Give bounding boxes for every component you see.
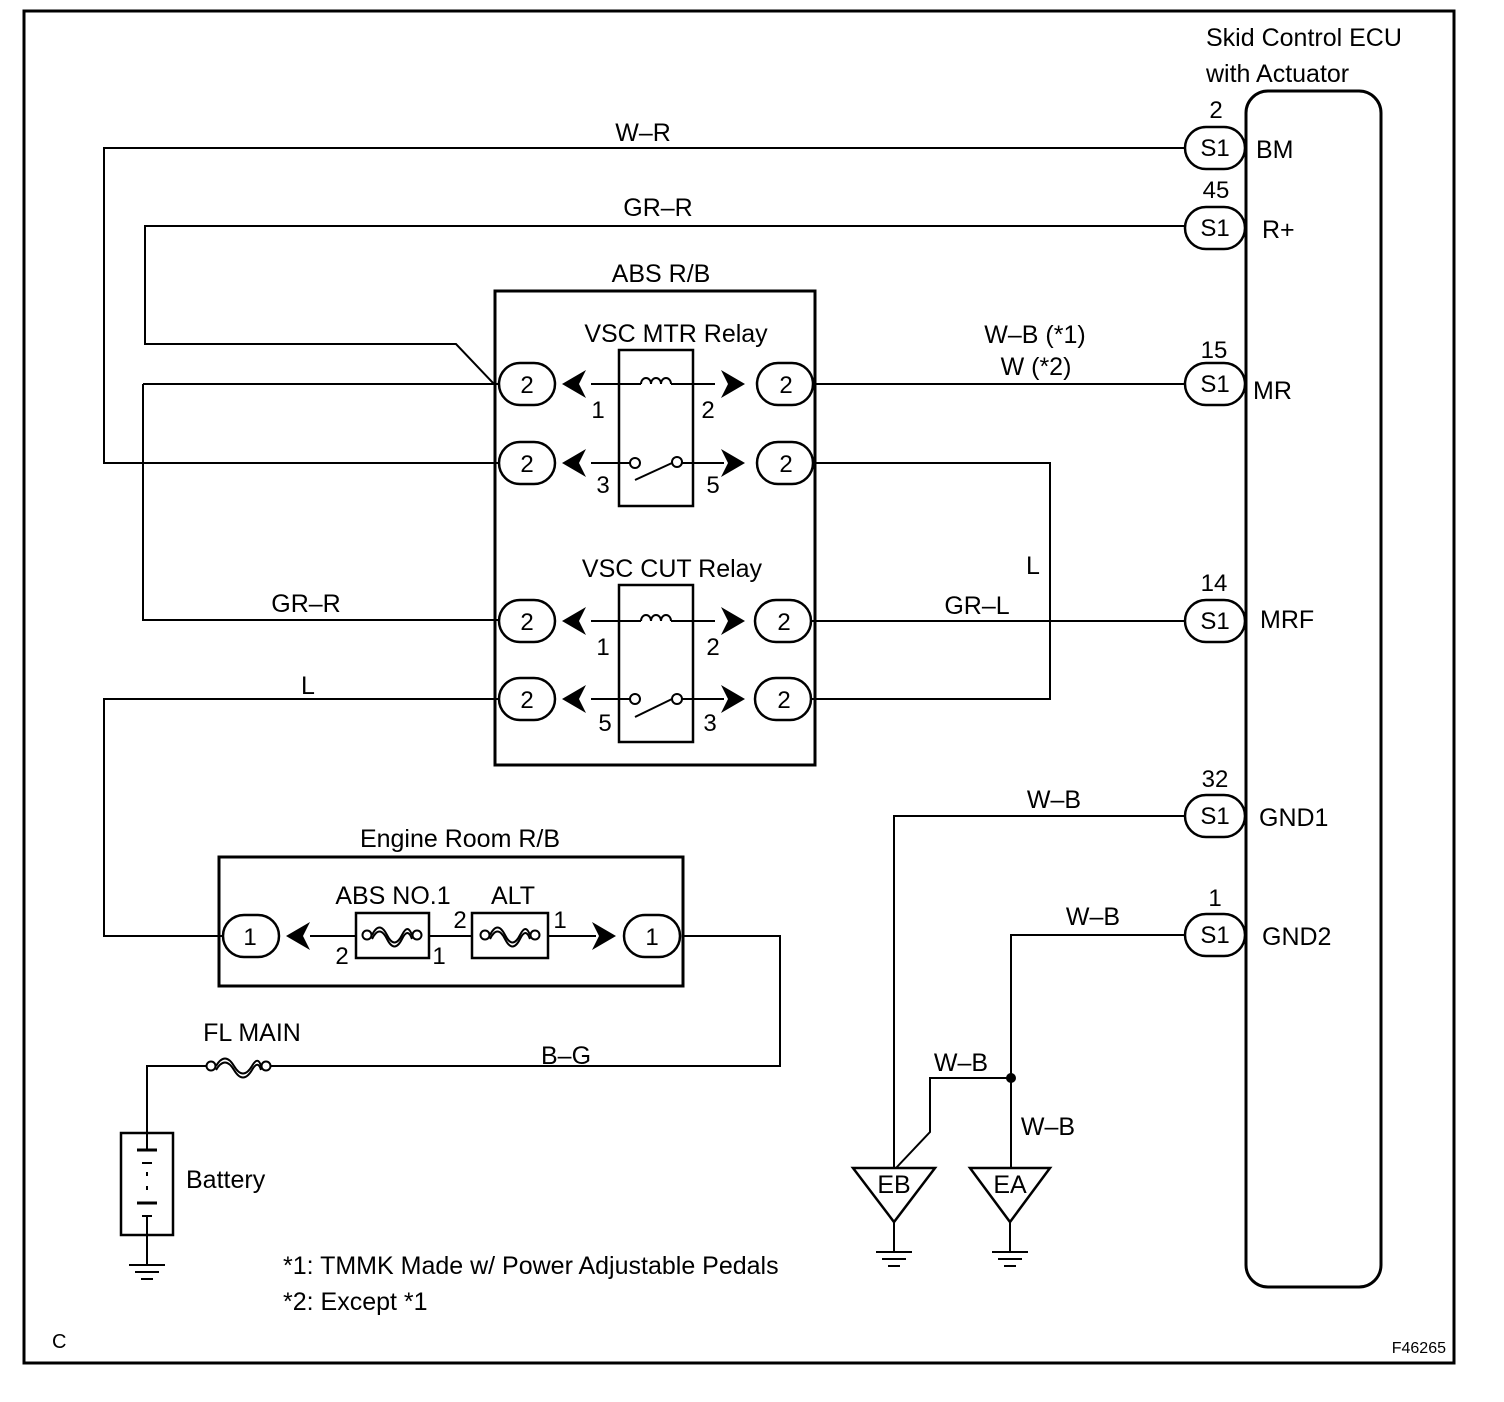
terminal-connector: S1 bbox=[1200, 371, 1229, 398]
terminal-connector: S1 bbox=[1200, 135, 1229, 162]
wire-label-r-plus: GR–R bbox=[623, 194, 692, 222]
engine-conn-left: 1 bbox=[243, 924, 256, 951]
wire-ground-branch: W–B W–B bbox=[895, 1049, 1075, 1169]
diagram-frame bbox=[22, 9, 1456, 1365]
ground-point-eb: EB bbox=[850, 1166, 938, 1267]
figure-code: F46265 bbox=[1392, 1340, 1446, 1357]
cut-pin-3: 3 bbox=[703, 710, 716, 737]
ground-eb-label: EB bbox=[877, 1171, 910, 1199]
terminal-pin: 2 bbox=[1209, 97, 1222, 124]
abs-relay-block: ABS R/B bbox=[493, 260, 817, 767]
terminal-name: BM bbox=[1256, 136, 1294, 164]
cut-conn-rt: 2 bbox=[777, 609, 790, 636]
ecu-terminal-bm: 2 S1 BM bbox=[1183, 97, 1294, 171]
terminal-pin: 14 bbox=[1201, 570, 1228, 597]
wire-label-l-left: L bbox=[301, 672, 315, 700]
wire-mr: W–B (*1) W (*2) bbox=[813, 321, 1185, 385]
cut-relay-title: VSC CUT Relay bbox=[582, 555, 763, 583]
mtr-relay-title: VSC MTR Relay bbox=[584, 320, 768, 348]
wire-label-bm: W–R bbox=[615, 119, 671, 147]
fl-main-label: FL MAIN bbox=[203, 1019, 301, 1047]
engine-conn-right: 1 bbox=[645, 924, 658, 951]
ground-ea-label: EA bbox=[993, 1171, 1027, 1199]
fuse1-pin-right: 1 bbox=[432, 943, 445, 970]
wire-label-mr-1: W–B (*1) bbox=[984, 321, 1085, 349]
terminal-connector: S1 bbox=[1200, 922, 1229, 949]
wire-l-left: L bbox=[103, 672, 499, 937]
terminal-name: GND1 bbox=[1259, 804, 1328, 832]
corner-letter: C bbox=[52, 1331, 66, 1353]
terminal-name: GND2 bbox=[1262, 923, 1331, 951]
mtr-pin-1: 1 bbox=[591, 397, 604, 424]
battery: Battery bbox=[119, 1131, 266, 1237]
skid-control-ecu: Skid Control ECU with Actuator bbox=[1205, 24, 1402, 1289]
terminal-name: R+ bbox=[1262, 216, 1295, 244]
wire-bm: W–R bbox=[103, 119, 1185, 464]
ecu-terminal-mrf: 14 S1 MRF bbox=[1183, 570, 1314, 644]
cut-pin-2: 2 bbox=[706, 634, 719, 661]
cut-pin-1: 1 bbox=[596, 634, 609, 661]
terminal-pin: 32 bbox=[1202, 766, 1229, 793]
terminal-pin: 45 bbox=[1203, 177, 1230, 204]
fuse2-pin-right: 1 bbox=[553, 907, 566, 934]
terminal-name: MR bbox=[1253, 377, 1292, 405]
engine-rb-title: Engine Room R/B bbox=[360, 825, 560, 853]
wire-battery-feed: B–G bbox=[146, 935, 781, 1133]
fuse-abs-no1-label: ABS NO.1 bbox=[335, 882, 450, 910]
abs-rb-title: ABS R/B bbox=[612, 260, 711, 288]
wire-label-ground-branch: W–B bbox=[934, 1049, 988, 1077]
wire-label-battery-feed: B–G bbox=[541, 1042, 591, 1070]
ecu-terminal-gnd2: 1 S1 GND2 bbox=[1183, 885, 1331, 958]
wire-label-ground-ea: W–B bbox=[1021, 1113, 1075, 1141]
wire-label-gnd1: W–B bbox=[1027, 786, 1081, 814]
mtr-pin-5: 5 bbox=[706, 472, 719, 499]
cut-pin-5: 5 bbox=[598, 710, 611, 737]
wire-cut-left: GR–R bbox=[142, 383, 499, 621]
mtr-pin-2: 2 bbox=[701, 397, 714, 424]
mtr-conn-rt: 2 bbox=[779, 372, 792, 399]
wire-label-l-vertical: L bbox=[1026, 552, 1040, 580]
note-2: *2: Except *1 bbox=[283, 1288, 428, 1316]
fuse-alt-label: ALT bbox=[491, 882, 535, 910]
mtr-pin-3: 3 bbox=[596, 472, 609, 499]
terminal-pin: 1 bbox=[1208, 885, 1221, 912]
terminal-name: MRF bbox=[1260, 606, 1314, 634]
fuse1-pin-left: 2 bbox=[335, 943, 348, 970]
wire-label-mr-2: W (*2) bbox=[1001, 353, 1072, 381]
vsc-cut-relay: VSC CUT Relay 2 2 2 2 1 2 5 3 bbox=[497, 555, 813, 744]
wire-gnd1: W–B bbox=[893, 786, 1185, 1168]
wire-l-loop: L bbox=[811, 462, 1051, 700]
wire-label-gnd2: W–B bbox=[1066, 903, 1120, 931]
note-1: *1: TMMK Made w/ Power Adjustable Pedals bbox=[283, 1252, 779, 1280]
engine-room-relay-block: Engine Room R/B 1 1 ABS NO.1 ALT 2 1 2 1 bbox=[217, 825, 685, 988]
ecu-title-line2: with Actuator bbox=[1205, 60, 1349, 88]
wire-gnd2: W–B bbox=[1010, 903, 1185, 1168]
terminal-connector: S1 bbox=[1200, 215, 1229, 242]
wire-label-mrf: GR–L bbox=[944, 592, 1009, 620]
mtr-conn-lt: 2 bbox=[520, 372, 533, 399]
terminal-connector: S1 bbox=[1200, 803, 1229, 830]
terminal-connector: S1 bbox=[1200, 608, 1229, 635]
mtr-conn-rb: 2 bbox=[779, 451, 792, 478]
mtr-conn-lb: 2 bbox=[520, 451, 533, 478]
battery-label: Battery bbox=[186, 1166, 266, 1194]
ecu-terminal-mr: 15 S1 MR bbox=[1183, 337, 1292, 407]
terminal-pin: 15 bbox=[1201, 337, 1228, 364]
fusible-link-fl-main: FL MAIN bbox=[203, 1019, 301, 1079]
ecu-terminal-r-plus: 45 S1 R+ bbox=[1183, 177, 1295, 251]
ecu-title-line1: Skid Control ECU bbox=[1206, 24, 1402, 52]
wire-mrf: GR–L bbox=[811, 592, 1185, 622]
vsc-mtr-relay: VSC MTR Relay 2 2 2 2 1 2 3 5 bbox=[497, 320, 815, 508]
cut-conn-lb: 2 bbox=[520, 687, 533, 714]
battery-ground-icon bbox=[128, 1234, 166, 1280]
cut-conn-rb: 2 bbox=[777, 687, 790, 714]
wire-label-cut-left: GR–R bbox=[271, 590, 340, 618]
cut-conn-lt: 2 bbox=[520, 609, 533, 636]
ecu-terminal-gnd1: 32 S1 GND1 bbox=[1183, 766, 1328, 839]
ground-point-ea: EA bbox=[967, 1166, 1053, 1267]
fuse2-pin-left: 2 bbox=[453, 907, 466, 934]
